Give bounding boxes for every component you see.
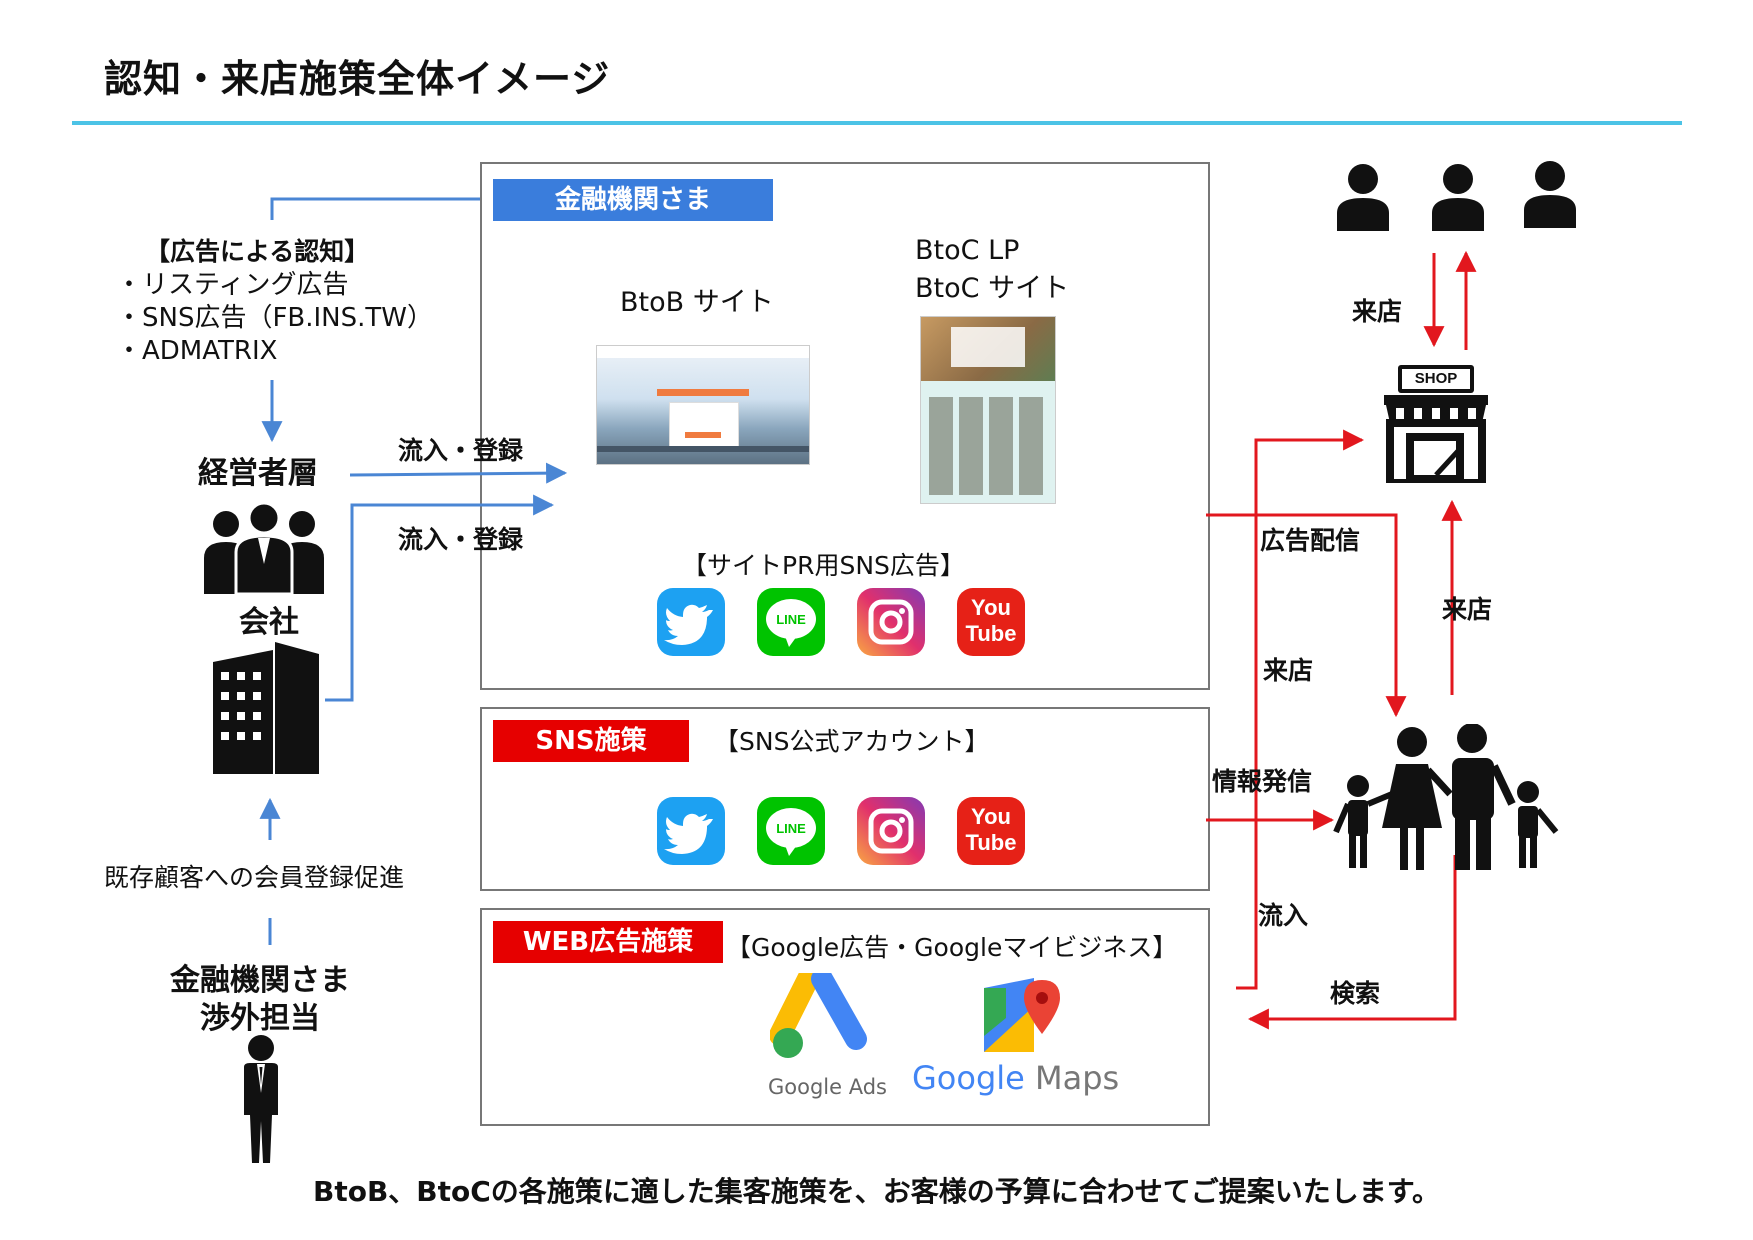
google-ads-label: Google Ads xyxy=(768,1075,887,1099)
youtube-icon: You Tube xyxy=(957,588,1025,656)
page-title: 認知・来店施策全体イメージ xyxy=(104,57,611,101)
finance-tag: 金融機関さま xyxy=(493,179,773,221)
family-icon xyxy=(1333,724,1559,870)
google-maps-label: Google Maps xyxy=(912,1059,1119,1097)
member-promo-text: 既存顧客への会員登録促進 xyxy=(104,863,405,892)
company-to-btob-arrow xyxy=(325,494,555,702)
businessman-icon xyxy=(244,1035,278,1163)
info-delivery-label: 情報発信 xyxy=(1212,767,1313,796)
maps-word: Maps xyxy=(1035,1059,1120,1097)
instagram-icon xyxy=(857,797,925,865)
inflow-register-label-1: 流入・登録 xyxy=(398,436,524,465)
executives-group-icon xyxy=(204,502,324,594)
instagram-icon xyxy=(857,588,925,656)
title-divider xyxy=(72,121,1682,125)
visit-label-mid: 来店 xyxy=(1442,595,1493,624)
web-ads-tag: WEB広告施策 xyxy=(493,921,723,963)
ad-awareness-heading: 【広告による認知】 xyxy=(145,237,370,266)
staff-label-line2: 渉外担当 xyxy=(200,1001,320,1036)
sns-official-account-label: 【SNS公式アカウント】 xyxy=(714,727,990,756)
google-maps-icon xyxy=(984,978,1060,1052)
google-ads-icon xyxy=(770,973,867,1058)
youtube-icon: You Tube xyxy=(957,797,1025,865)
ad-delivery-label: 広告配信 xyxy=(1260,526,1361,555)
company-label: 会社 xyxy=(239,605,299,640)
btob-site-screenshot xyxy=(596,345,810,465)
executives-label: 経営者層 xyxy=(198,456,318,491)
ad-delivery-arrow xyxy=(1206,513,1407,718)
twitter-icon xyxy=(657,797,725,865)
google-word: Google xyxy=(912,1059,1025,1097)
btoc-lp-label: BtoC LP xyxy=(915,235,1020,266)
company-building-icon xyxy=(213,642,319,774)
executives-to-btob-arrow xyxy=(349,462,568,484)
google-ads-mybusiness-label: 【Google広告・Googleマイビジネス】 xyxy=(726,933,1178,962)
person-icon xyxy=(1524,161,1576,228)
btob-site-label: BtoB サイト xyxy=(620,287,774,318)
ad-item-sns: ・SNS広告（FB.INS.TW） xyxy=(116,303,433,333)
line-icon: LINE xyxy=(757,797,825,865)
search-label: 検索 xyxy=(1330,979,1381,1008)
sns-measures-tag: SNS施策 xyxy=(493,720,689,762)
person-icon xyxy=(1432,164,1484,231)
staff-label-line1: 金融機関さま xyxy=(170,963,350,998)
finance-to-ads-line xyxy=(270,197,480,220)
btoc-site-screenshot xyxy=(920,316,1056,504)
ad-item-listing: ・リスティング広告 xyxy=(116,270,349,300)
ad-item-admatrix: ・ADMATRIX xyxy=(116,336,278,366)
person-icon xyxy=(1337,164,1389,231)
inflow-register-label-2: 流入・登録 xyxy=(398,525,524,554)
web-to-shop-arrow xyxy=(1236,429,1365,990)
inflow-label: 流入 xyxy=(1258,901,1309,930)
shop-icon: SHOP xyxy=(1380,365,1492,483)
site-pr-sns-ads-label: 【サイトPR用SNS広告】 xyxy=(682,551,965,580)
visit-label-left: 来店 xyxy=(1263,656,1314,685)
btoc-site-label: BtoC サイト xyxy=(915,273,1070,304)
visit-label-top: 来店 xyxy=(1352,297,1403,326)
search-arrow xyxy=(1247,855,1457,1030)
twitter-icon xyxy=(657,588,725,656)
shop-sign-text: SHOP xyxy=(1414,370,1458,387)
footer-message: BtoB、BtoCの各施策に適した集客施策を、お客様の予算に合わせてご提案いたし… xyxy=(312,1175,1441,1208)
line-icon: LINE xyxy=(757,588,825,656)
